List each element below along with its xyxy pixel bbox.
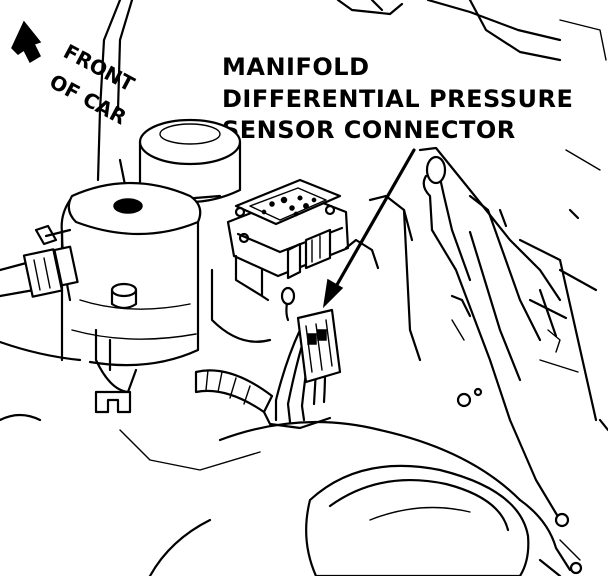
callout-line1: MANIFOLD (222, 53, 369, 81)
bracket-bolt (569, 561, 583, 575)
left-hose (0, 224, 79, 298)
front-arrow-icon (11, 20, 42, 64)
wiring-harness (194, 286, 342, 430)
mdp-sensor-module (226, 178, 350, 302)
vacuum-canister (60, 181, 202, 414)
air-cleaner-dome (148, 420, 581, 576)
callout-line2: DIFFERENTIAL PRESSURE (222, 85, 573, 113)
callout-label: MANIFOLD DIFFERENTIAL PRESSURE SENSOR CO… (222, 53, 573, 144)
callout-line3: SENSOR CONNECTOR (222, 116, 516, 144)
callout-arrow-icon (322, 148, 416, 309)
upper-cap (138, 118, 242, 204)
engine-top-outline (96, 0, 607, 202)
right-bracket (418, 146, 608, 522)
engine-mid-outline (0, 194, 422, 471)
